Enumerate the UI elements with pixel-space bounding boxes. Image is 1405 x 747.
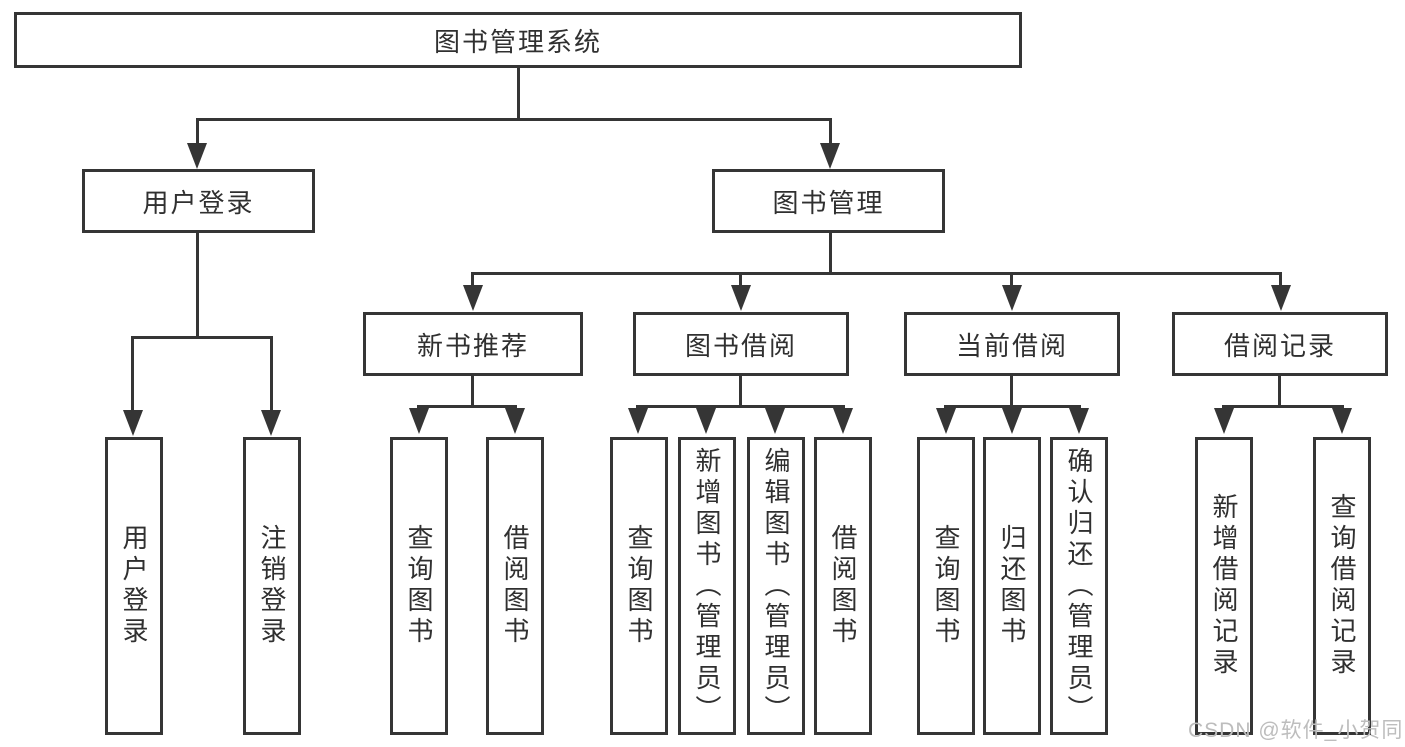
connector-drop-current-borrow [1010, 272, 1013, 288]
connector-drop-leaf-logout [270, 336, 273, 411]
leaf-g2-query-books-label: 查询图书 [624, 524, 654, 648]
connector-login-stem [196, 232, 199, 338]
connector-group4-stem [1278, 374, 1281, 408]
connector-group2-split [636, 405, 845, 408]
leaf-g3-query-books: 查询图书 [917, 437, 975, 735]
connector-management-stem [829, 232, 832, 275]
leaf-g4-add-borrow-record: 新增借阅记录 [1195, 437, 1253, 735]
arrowhead-g4-add [1214, 408, 1234, 434]
connector-drop-leaf-login [131, 336, 134, 411]
leaf-g2-query-books: 查询图书 [610, 437, 668, 735]
arrowhead-g3-return [1002, 408, 1022, 434]
node-borrow-records-label: 借阅记录 [1223, 330, 1336, 361]
connector-group4-split [1222, 405, 1344, 408]
leaf-g1-query-books-label: 查询图书 [404, 524, 434, 648]
arrowhead-current-borrow [1002, 285, 1022, 311]
arrowhead-leaf-login [123, 410, 143, 436]
leaf-g4-query-borrow-record-label: 查询借阅记录 [1327, 493, 1357, 679]
node-borrow-records: 借阅记录 [1172, 312, 1388, 376]
leaf-user-login: 用户登录 [105, 437, 163, 735]
leaf-g4-query-borrow-record: 查询借阅记录 [1313, 437, 1371, 735]
connector-drop-book-borrow [739, 272, 742, 288]
arrowhead-leaf-logout [261, 410, 281, 436]
connector-group2-stem [739, 375, 742, 408]
node-current-borrow-label: 当前借阅 [955, 330, 1068, 361]
leaf-g1-borrow-books: 借阅图书 [486, 437, 544, 735]
arrowhead-g2-edit [765, 408, 785, 434]
leaf-g2-edit-book-admin: 编辑图书（管理员） [747, 437, 805, 735]
connector-drop-user-login [196, 118, 199, 148]
leaf-logout-label: 注销登录 [257, 524, 287, 648]
arrowhead-user-login [187, 143, 207, 169]
connector-drop-new-book [471, 272, 474, 288]
node-root-label: 图书管理系统 [433, 26, 602, 57]
connector-drop-book-management [829, 118, 832, 148]
connector-login-split [131, 336, 273, 339]
arrowhead-g4-query [1332, 408, 1352, 434]
arrowhead-g2-borrow [833, 408, 853, 434]
arrowhead-g2-query [628, 408, 648, 434]
connector-management-split [471, 272, 1282, 275]
leaf-g3-confirm-return-admin-label: 确认归还（管理员） [1064, 446, 1094, 726]
leaf-g3-return-book-label: 归还图书 [997, 524, 1027, 648]
connector-group3-stem [1010, 375, 1013, 408]
leaf-g2-add-book-admin-label: 新增图书（管理员） [692, 446, 722, 726]
arrowhead-g1-query [409, 408, 429, 434]
node-current-borrow: 当前借阅 [904, 312, 1120, 376]
leaf-g1-query-books: 查询图书 [390, 437, 448, 735]
arrowhead-g1-borrow [505, 408, 525, 434]
leaf-logout: 注销登录 [243, 437, 301, 735]
connector-group3-split [944, 405, 1081, 408]
leaf-g4-add-borrow-record-label: 新增借阅记录 [1209, 493, 1239, 679]
node-user-login-label: 用户登录 [142, 187, 255, 218]
node-book-management-label: 图书管理 [772, 187, 885, 218]
leaf-user-login-label: 用户登录 [119, 524, 149, 648]
node-book-borrow: 图书借阅 [633, 312, 849, 376]
arrowhead-g2-add [696, 408, 716, 434]
leaf-g1-borrow-books-label: 借阅图书 [500, 524, 530, 648]
arrowhead-book-management [820, 143, 840, 169]
node-new-book-recommend: 新书推荐 [363, 312, 583, 376]
node-new-book-recommend-label: 新书推荐 [416, 330, 529, 361]
leaf-g2-edit-book-admin-label: 编辑图书（管理员） [761, 446, 791, 726]
connector-root-split [196, 118, 832, 121]
leaf-g2-add-book-admin: 新增图书（管理员） [678, 437, 736, 735]
connector-group1-stem [471, 375, 474, 408]
connector-drop-borrow-records [1279, 272, 1282, 288]
node-root: 图书管理系统 [14, 12, 1022, 68]
leaf-g3-query-books-label: 查询图书 [931, 524, 961, 648]
leaf-g2-borrow-books-label: 借阅图书 [828, 524, 858, 648]
arrowhead-book-borrow [731, 285, 751, 311]
node-book-borrow-label: 图书借阅 [684, 330, 797, 361]
connector-root-stem [517, 66, 520, 120]
leaf-g3-return-book: 归还图书 [983, 437, 1041, 735]
leaf-g3-confirm-return-admin: 确认归还（管理员） [1050, 437, 1108, 735]
node-book-management: 图书管理 [712, 169, 945, 233]
arrowhead-new-book [463, 285, 483, 311]
arrowhead-g3-query [936, 408, 956, 434]
arrowhead-borrow-records [1271, 285, 1291, 311]
leaf-g2-borrow-books: 借阅图书 [814, 437, 872, 735]
node-user-login: 用户登录 [82, 169, 315, 233]
connector-group1-split [417, 405, 517, 408]
arrowhead-g3-confirm [1069, 408, 1089, 434]
